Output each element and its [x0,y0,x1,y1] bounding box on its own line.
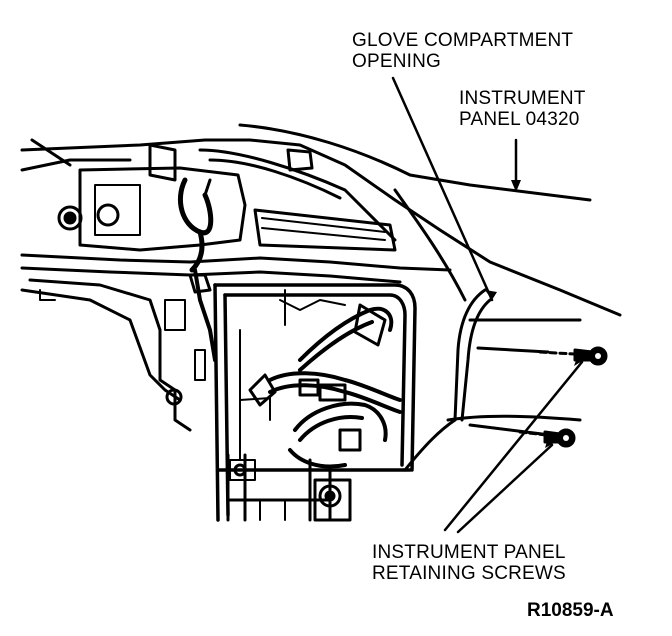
lower-center-console [226,453,352,522]
instrument-panel-label: INSTRUMENT PANEL 04320 [459,88,586,130]
glove-compartment-label: GLOVE COMPARTMENT OPENING [352,30,573,72]
reference-code: R10859-A [527,600,614,621]
dashboard-top-outline [20,123,622,317]
interior-wiring-harness [188,268,402,469]
left-lower-panel [39,289,206,432]
dashboard-beam [20,253,452,402]
instrument-panel-label-line1: INSTRUMENT [459,88,586,109]
arrowhead-glove [485,290,497,300]
leader-arrowheads [485,180,584,448]
arrowhead-screw-lower [545,438,554,448]
arrowhead-screw-upper [574,355,584,366]
upper-vent-assembly [57,143,397,252]
retaining-screw-upper [538,346,608,366]
glove-compartment-label-line1: GLOVE COMPARTMENT [352,30,574,51]
glove-compartment-frame [213,283,417,522]
leader-lines [391,76,584,534]
upper-wiring-loop [177,177,214,273]
right-panel-side [393,188,582,472]
retaining-screws-label-line1: INSTRUMENT PANEL [372,542,566,563]
leader-glove-compartment [391,76,494,302]
instrument-panel-label-line2: PANEL 04320 [459,109,580,130]
retaining-screws-label-line2: RETAINING SCREWS [372,563,566,584]
arrowhead-panel [511,180,521,192]
leader-screw-upper [443,360,584,532]
glove-compartment-label-line2: OPENING [352,51,442,72]
leader-screw-lower [456,443,554,534]
retaining-screws-label: INSTRUMENT PANEL RETAINING SCREWS [372,542,566,584]
